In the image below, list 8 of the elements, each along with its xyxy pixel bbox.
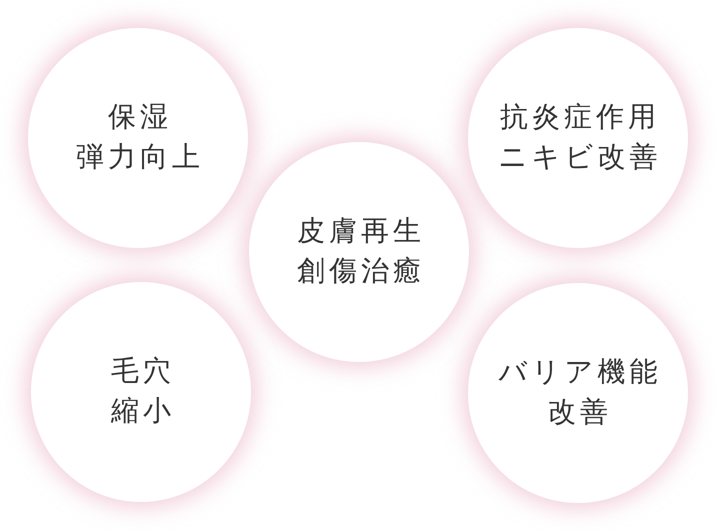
text-label: 毛穴縮小: [110, 355, 176, 429]
text-label: ニキビ改善: [498, 141, 662, 175]
text-label: 弾力向上: [75, 141, 204, 175]
text-label: 皮膚再生: [296, 215, 425, 249]
text-label: バリア機能改善: [498, 356, 662, 430]
text-label: 抗炎症作用: [499, 101, 660, 135]
text-label: 保湿: [107, 101, 172, 135]
text-label: 創傷治癒: [296, 255, 425, 289]
